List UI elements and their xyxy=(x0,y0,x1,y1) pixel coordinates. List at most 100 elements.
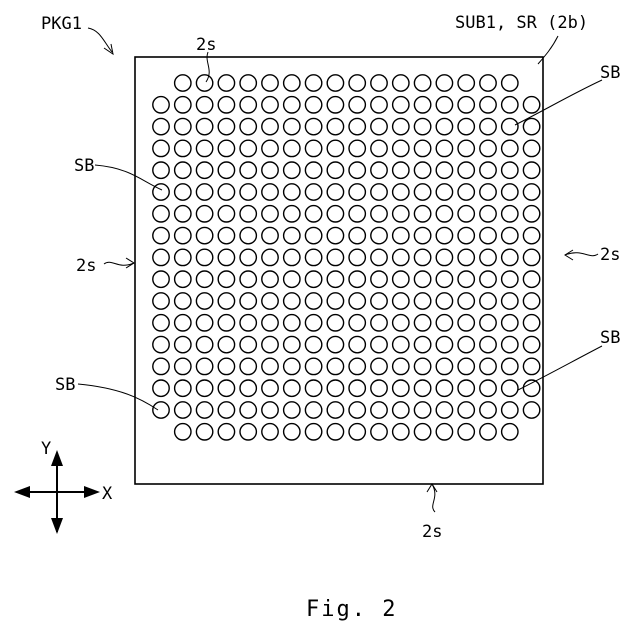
solder-ball xyxy=(349,271,365,287)
solder-ball xyxy=(284,358,300,374)
solder-ball xyxy=(175,380,191,396)
solder-ball xyxy=(327,249,343,265)
solder-ball xyxy=(327,424,343,440)
solder-ball xyxy=(327,402,343,418)
solder-ball xyxy=(480,184,496,200)
label-2s-top: 2s xyxy=(196,35,216,55)
solder-ball xyxy=(284,206,300,222)
solder-ball xyxy=(502,184,518,200)
solder-ball xyxy=(371,249,387,265)
solder-ball xyxy=(196,293,212,309)
solder-ball xyxy=(414,206,430,222)
label-axis-y: Y xyxy=(41,439,51,459)
solder-ball xyxy=(284,315,300,331)
solder-ball xyxy=(436,315,452,331)
solder-ball xyxy=(305,162,321,178)
solder-ball xyxy=(502,358,518,374)
solder-ball xyxy=(305,118,321,134)
solder-ball xyxy=(240,118,256,134)
solder-ball xyxy=(240,315,256,331)
solder-ball xyxy=(436,402,452,418)
solder-ball xyxy=(371,140,387,156)
solder-ball xyxy=(414,227,430,243)
solder-ball xyxy=(480,140,496,156)
solder-ball xyxy=(414,75,430,91)
solder-ball xyxy=(327,184,343,200)
solder-ball xyxy=(218,336,234,352)
solder-ball xyxy=(196,206,212,222)
solder-ball xyxy=(349,358,365,374)
solder-ball xyxy=(196,402,212,418)
solder-ball xyxy=(371,380,387,396)
solder-ball xyxy=(458,380,474,396)
solder-ball xyxy=(502,402,518,418)
solder-ball xyxy=(284,118,300,134)
solder-ball xyxy=(523,206,539,222)
solder-ball xyxy=(349,75,365,91)
solder-ball xyxy=(502,118,518,134)
solder-ball xyxy=(327,336,343,352)
solder-ball xyxy=(349,97,365,113)
solder-ball xyxy=(153,380,169,396)
solder-ball xyxy=(458,293,474,309)
solder-ball xyxy=(305,293,321,309)
solder-ball xyxy=(523,402,539,418)
solder-ball xyxy=(523,315,539,331)
solder-ball xyxy=(502,162,518,178)
solder-ball xyxy=(458,249,474,265)
solder-ball xyxy=(523,293,539,309)
solder-ball xyxy=(218,358,234,374)
solder-ball xyxy=(393,75,409,91)
solder-ball xyxy=(371,206,387,222)
label-sb-upper-left: SB xyxy=(74,156,94,176)
solder-ball xyxy=(262,380,278,396)
solder-ball xyxy=(305,380,321,396)
solder-ball xyxy=(262,315,278,331)
solder-ball xyxy=(240,402,256,418)
solder-ball xyxy=(240,336,256,352)
solder-ball xyxy=(175,271,191,287)
solder-ball xyxy=(196,358,212,374)
solder-ball xyxy=(371,402,387,418)
solder-ball xyxy=(523,118,539,134)
label-sb-lower-left: SB xyxy=(55,375,75,395)
solder-ball xyxy=(327,162,343,178)
solder-ball xyxy=(436,380,452,396)
solder-ball xyxy=(436,118,452,134)
solder-ball xyxy=(414,336,430,352)
solder-ball xyxy=(523,380,539,396)
solder-ball xyxy=(458,315,474,331)
solder-ball xyxy=(458,424,474,440)
solder-ball xyxy=(262,249,278,265)
solder-ball xyxy=(502,75,518,91)
solder-ball xyxy=(393,402,409,418)
solder-ball xyxy=(175,227,191,243)
solder-ball xyxy=(480,271,496,287)
solder-ball xyxy=(414,424,430,440)
solder-ball xyxy=(284,227,300,243)
arrow-up-icon xyxy=(51,450,63,466)
solder-ball xyxy=(393,315,409,331)
solder-ball xyxy=(240,249,256,265)
solder-ball xyxy=(436,249,452,265)
solder-ball xyxy=(349,402,365,418)
solder-ball xyxy=(458,206,474,222)
solder-ball xyxy=(262,424,278,440)
solder-ball xyxy=(175,206,191,222)
solder-ball xyxy=(218,402,234,418)
solder-ball xyxy=(240,162,256,178)
solder-ball xyxy=(414,118,430,134)
solder-ball xyxy=(175,402,191,418)
xy-axes xyxy=(14,450,100,534)
solder-ball xyxy=(196,140,212,156)
solder-ball xyxy=(240,97,256,113)
solder-ball xyxy=(153,293,169,309)
solder-ball xyxy=(502,336,518,352)
solder-ball xyxy=(153,249,169,265)
solder-ball xyxy=(327,358,343,374)
solder-ball xyxy=(393,271,409,287)
solder-ball xyxy=(262,358,278,374)
solder-ball xyxy=(218,315,234,331)
solder-ball xyxy=(153,162,169,178)
solder-ball xyxy=(262,402,278,418)
